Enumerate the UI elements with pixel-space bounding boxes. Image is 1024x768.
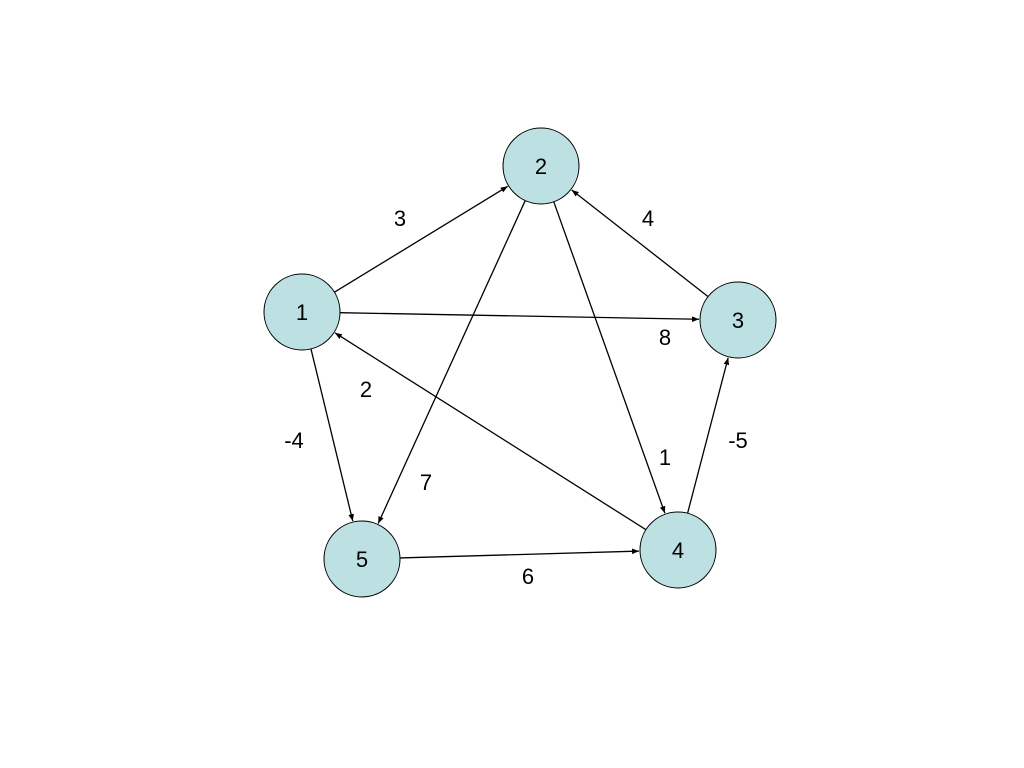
edge-weight-2-to-4: 1: [659, 445, 671, 470]
node-circle: [323, 520, 401, 598]
edge-2-to-5: [377, 200, 526, 524]
node-circle: [263, 273, 341, 351]
edge-weight-2-to-5: 7: [420, 470, 432, 495]
edge-weights: 3 8 -4 7 1 4 2 -5 6: [284, 206, 748, 589]
edge-2-to-4: [553, 201, 666, 514]
node-2: 2: [502, 127, 580, 205]
node-4: 4: [639, 511, 717, 589]
edge-weight-3-to-2: 4: [642, 206, 654, 231]
edge-weight-4-to-1: 2: [360, 377, 372, 402]
nodes: 1 2 3 4 5: [263, 127, 777, 598]
edge-4-to-1: [334, 332, 647, 531]
edge-weight-1-to-5: -4: [284, 428, 304, 453]
node-5: 5: [323, 520, 401, 598]
node-circle: [699, 281, 777, 359]
edge-3-to-2: [571, 189, 709, 298]
node-label: 3: [732, 308, 744, 333]
node-circle: [502, 127, 580, 205]
node-circle: [639, 511, 717, 589]
node-label: 4: [672, 538, 684, 563]
edge-1-to-5: [310, 348, 354, 522]
edge-weight-5-to-4: 6: [522, 564, 534, 589]
node-label: 2: [535, 154, 547, 179]
edge-weight-4-to-3: -5: [728, 428, 748, 453]
node-3: 3: [699, 281, 777, 359]
edge-5-to-4: [399, 548, 640, 559]
edge-weight-1-to-2: 3: [394, 206, 406, 231]
node-1: 1: [263, 273, 341, 351]
node-label: 5: [356, 547, 368, 572]
edge-4-to-3: [686, 357, 730, 514]
edges: [310, 185, 730, 559]
edge-1-to-3: [339, 312, 700, 322]
edge-1-to-2: [334, 185, 509, 293]
edge-weight-1-to-3: 8: [659, 325, 671, 350]
node-label: 1: [296, 300, 308, 325]
